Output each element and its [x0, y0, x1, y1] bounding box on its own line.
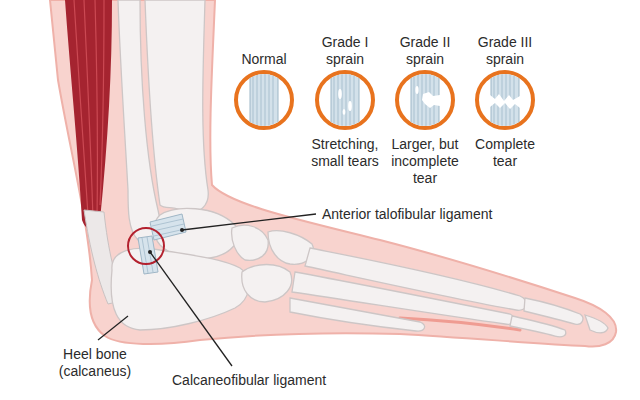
- part-label: Anterior talofibular ligament: [322, 206, 492, 223]
- foot-bones: [111, 0, 608, 337]
- grade-caption: Larger, but incomplete tear: [383, 136, 467, 187]
- grade-caption: Complete tear: [463, 136, 547, 170]
- ligament-sample: [232, 68, 296, 132]
- grade-heading: Grade I sprain: [303, 34, 387, 68]
- leader-dot: [148, 250, 152, 254]
- ligament-sample: [313, 68, 377, 132]
- grade-circle: Grade II sprainLarger, but incomplete te…: [383, 12, 467, 187]
- grade-heading: Grade II sprain: [383, 34, 467, 68]
- highlight-ring: [128, 228, 164, 264]
- heading-slot: Grade III sprain: [463, 12, 547, 68]
- cfl-ligament: [138, 236, 158, 274]
- grade-heading: Normal: [241, 51, 286, 68]
- grade-circle: Grade I sprainStretching, small tears: [303, 12, 387, 170]
- heading-slot: Grade II sprain: [383, 12, 467, 68]
- calf-muscle: [65, 0, 112, 229]
- ligament-sample: [393, 68, 457, 132]
- grade-circle: Grade III sprainComplete tear: [463, 12, 547, 170]
- part-label: Calcaneofibular ligament: [172, 372, 326, 389]
- heading-slot: Normal: [222, 12, 306, 68]
- part-label: Heel bone (calcaneus): [40, 346, 150, 380]
- atfl-fibres: [152, 219, 185, 236]
- cfl-fibres: [142, 237, 153, 273]
- grade-circle: Normal: [222, 12, 306, 132]
- leader-dot: [180, 228, 184, 232]
- atfl-ligament: [150, 214, 186, 240]
- heading-slot: Grade I sprain: [303, 12, 387, 68]
- leader-lines: [98, 214, 316, 366]
- grade-heading: Grade III sprain: [463, 34, 547, 68]
- skin-outline: [50, 0, 616, 346]
- muscle-fibres: [74, 0, 104, 220]
- grade-caption: Stretching, small tears: [303, 136, 387, 170]
- ligament-sample: [473, 68, 537, 132]
